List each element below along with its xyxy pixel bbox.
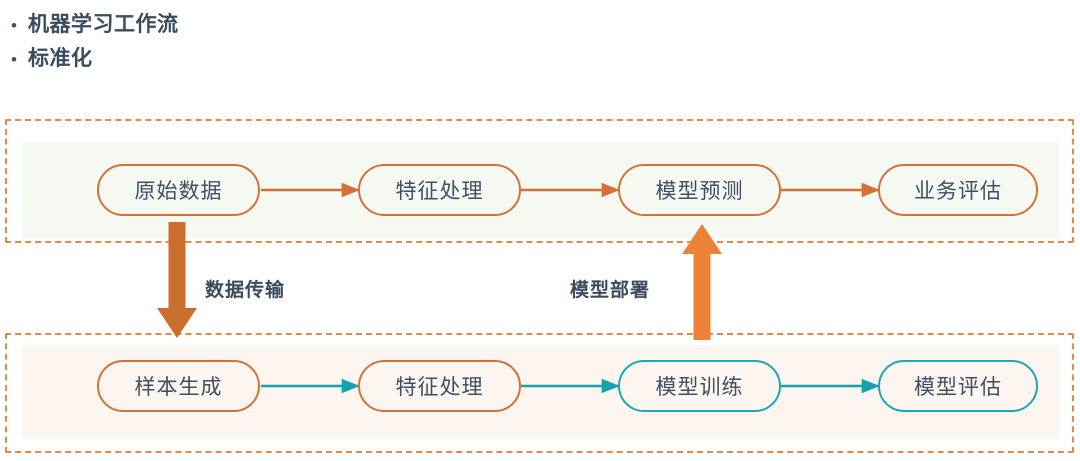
bullet-list: • 机器学习工作流 • 标准化 <box>0 8 640 76</box>
node-raw-data[interactable]: 原始数据 <box>97 164 260 216</box>
cross-arrow-label-model-deploy: 模型部署 <box>570 280 651 301</box>
bullet-dot-icon: • <box>11 50 17 69</box>
online-lane-dashed-border <box>5 119 1074 243</box>
bullet-text: 标准化 <box>28 47 93 70</box>
node-model-evaluation[interactable]: 模型评估 <box>878 360 1038 412</box>
node-feature-processing-online[interactable]: 特征处理 <box>358 164 521 216</box>
offline-lane-dashed-border <box>5 333 1074 453</box>
model-deploy-up-arrow-icon <box>682 224 722 340</box>
node-model-training[interactable]: 模型训练 <box>618 360 781 412</box>
node-business-evaluation[interactable]: 业务评估 <box>878 164 1038 216</box>
bullet-text: 机器学习工作流 <box>28 13 179 36</box>
node-sample-generation[interactable]: 样本生成 <box>97 360 260 412</box>
bullet-dot-icon: • <box>11 16 17 35</box>
data-transfer-down-arrow-icon <box>157 222 197 338</box>
list-item: • 机器学习工作流 <box>0 8 640 42</box>
cross-arrow-label-data-transfer: 数据传输 <box>205 280 286 301</box>
node-model-prediction[interactable]: 模型预测 <box>618 164 781 216</box>
list-item: • 标准化 <box>0 42 640 76</box>
node-feature-processing-offline[interactable]: 特征处理 <box>358 360 521 412</box>
